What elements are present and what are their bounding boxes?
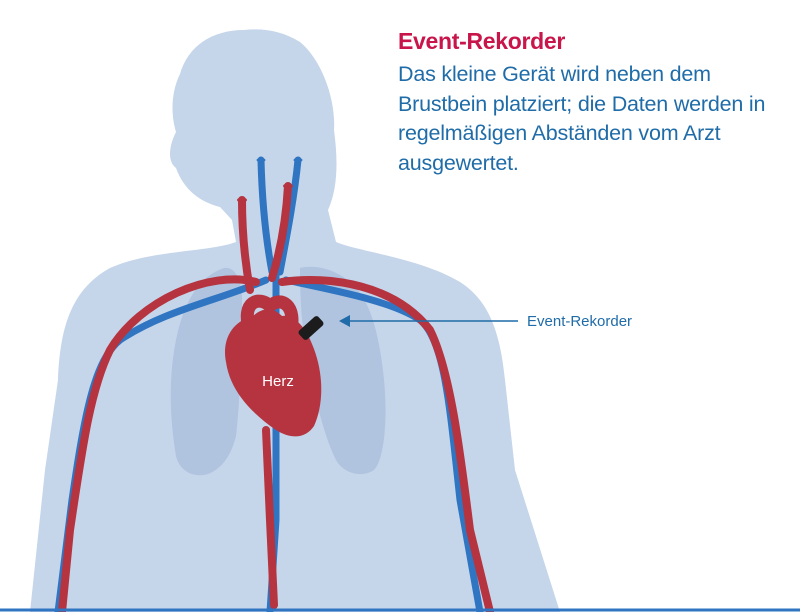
left-lung [170, 267, 242, 476]
aortic-arch [240, 294, 299, 336]
callout-arrowhead [339, 315, 350, 327]
diagram-title: Event-Rekorder [398, 28, 566, 54]
description-text: Das kleine Gerät wird neben dem Brustbei… [398, 62, 766, 175]
event-recorder-device [298, 316, 324, 340]
right-lung [300, 266, 386, 475]
vessel-ends [237, 157, 303, 203]
heart [225, 309, 322, 437]
arteries [58, 182, 494, 612]
heart-label: Herz [262, 373, 294, 390]
callout-label: Event-Rekorder [527, 313, 633, 330]
